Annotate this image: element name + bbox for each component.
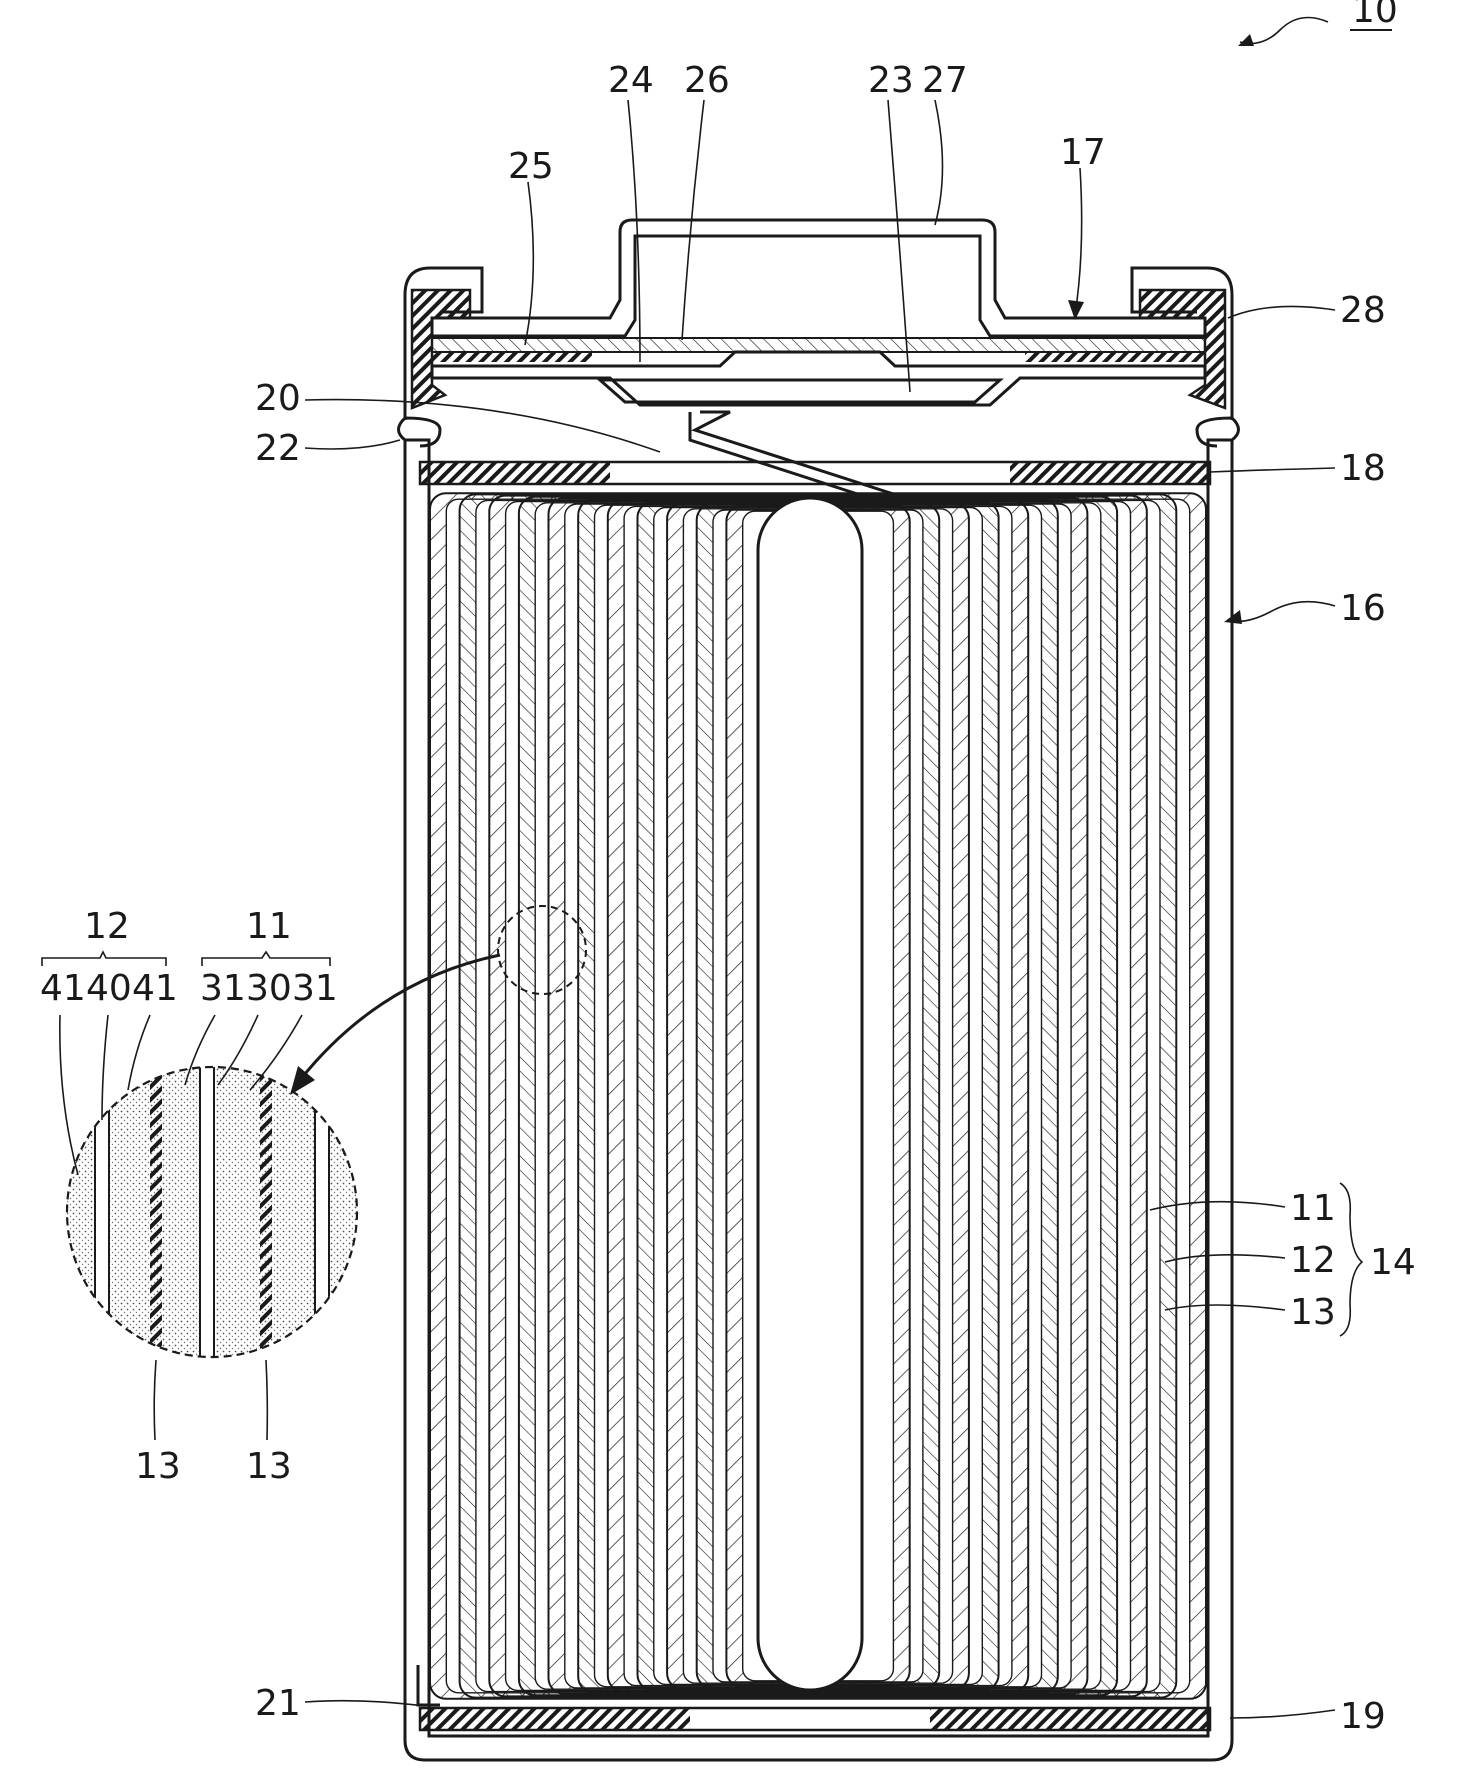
label-10: 10	[1352, 0, 1398, 31]
leader-41a	[60, 1015, 78, 1175]
leader-16	[1228, 602, 1335, 622]
label-18: 18	[1340, 448, 1386, 489]
magnified-view	[67, 1060, 357, 1370]
leader-18	[1210, 468, 1335, 472]
label-26: 26	[684, 60, 730, 101]
detail-label-40: 40	[86, 968, 132, 1009]
label-r11: 11	[1290, 1188, 1336, 1229]
label-22: 22	[255, 428, 301, 469]
leader-10-head	[1238, 34, 1254, 46]
leader-22	[305, 440, 400, 449]
detail-label-41a: 41	[40, 968, 86, 1009]
detail-label-11: 11	[246, 906, 292, 947]
cap-terminal	[432, 220, 1205, 336]
detail-label-31b: 31	[292, 968, 338, 1009]
insulator-left	[432, 352, 592, 362]
leader-40	[102, 1015, 108, 1120]
upper-insulating-plate-left	[420, 462, 610, 484]
label-27: 27	[922, 60, 968, 101]
detail-label-30: 30	[246, 968, 292, 1009]
leader-17	[1075, 168, 1082, 315]
leader-13a	[154, 1360, 156, 1440]
label-24: 24	[608, 60, 654, 101]
detail-label-12: 12	[84, 906, 130, 947]
lower-insulating-plate-left	[420, 1708, 690, 1730]
label-28: 28	[1340, 290, 1386, 331]
brace-12	[42, 952, 166, 966]
leader-19	[1230, 1710, 1335, 1718]
label-r13: 13	[1290, 1292, 1336, 1333]
label-21: 21	[255, 1683, 301, 1724]
brace-11	[202, 952, 330, 966]
leader-27	[935, 100, 943, 225]
leader-10	[1240, 18, 1328, 44]
detail-label-13a: 13	[135, 1446, 181, 1487]
detail-label-13b: 13	[246, 1446, 292, 1487]
leader-41b	[128, 1015, 150, 1090]
leader-20	[305, 400, 660, 452]
leader-21	[305, 1701, 425, 1706]
detail-label-31a: 31	[200, 968, 246, 1009]
winding-core	[758, 498, 862, 1690]
lower-insulating-plate-right	[930, 1708, 1210, 1730]
insulator-right	[1025, 352, 1205, 362]
upper-insulating-plate-right	[1010, 462, 1210, 484]
label-23: 23	[868, 60, 914, 101]
brace-14	[1340, 1183, 1362, 1336]
leader-25	[525, 182, 533, 345]
label-r12: 12	[1290, 1240, 1336, 1281]
label-20: 20	[255, 378, 301, 419]
label-r14: 14	[1370, 1242, 1416, 1283]
label-19: 19	[1340, 1696, 1386, 1737]
ptc-layer	[432, 338, 1205, 352]
label-17: 17	[1060, 132, 1106, 173]
detail-arrow-head	[290, 1066, 315, 1095]
label-16: 16	[1340, 588, 1386, 629]
detail-label-41b: 41	[132, 968, 178, 1009]
filter-plate	[600, 380, 1000, 402]
label-25: 25	[508, 146, 554, 187]
leader-28	[1228, 306, 1335, 318]
leader-13b	[266, 1360, 267, 1440]
